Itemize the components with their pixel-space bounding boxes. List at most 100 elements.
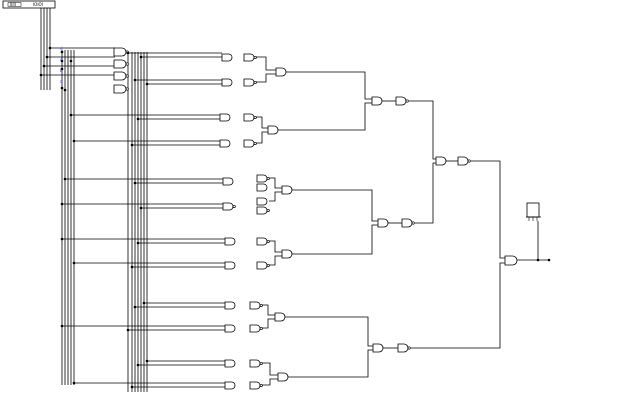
and-gate[interactable]: [256, 183, 268, 192]
nand-gate[interactable]: [256, 237, 270, 246]
junction-dot: [133, 305, 137, 309]
inverter-bubble: [259, 361, 263, 366]
and-gate[interactable]: [219, 139, 231, 148]
nand-gate[interactable]: [249, 381, 263, 390]
nand-gate[interactable]: [249, 359, 263, 368]
and-gate[interactable]: [504, 255, 518, 266]
junction-dot: [60, 202, 64, 206]
module-left-text: IIIII: [10, 2, 16, 7]
wire: [256, 73, 276, 83]
gate-body: [243, 139, 255, 148]
wire: [262, 304, 275, 316]
gate-body: [113, 59, 127, 69]
input-switch-module[interactable]: IIIII IOIOI: [2, 0, 56, 9]
and-gate[interactable]: [274, 312, 286, 322]
and-gate[interactable]: [222, 177, 234, 186]
gate-body: [281, 185, 293, 195]
inverter-bubble: [259, 303, 263, 308]
junction-dot: [145, 359, 149, 363]
junction-dot: [72, 381, 76, 385]
gate-body: [219, 139, 231, 148]
nand-gate[interactable]: [397, 343, 411, 353]
wire: [269, 191, 282, 202]
input-inverter[interactable]: [113, 59, 129, 69]
and-gate[interactable]: [372, 343, 384, 353]
input-inverter[interactable]: [113, 47, 129, 57]
nand-gate[interactable]: [243, 53, 257, 62]
nand-gate[interactable]: [256, 261, 270, 270]
junction-dot: [139, 55, 143, 59]
gate-body: [401, 218, 413, 228]
junction-dot: [126, 328, 130, 332]
and-gate[interactable]: [221, 53, 233, 62]
junction-dot: [60, 59, 64, 63]
gate-body: [222, 202, 234, 211]
gate-body: [377, 218, 389, 228]
gate-body: [243, 53, 255, 62]
inverter-bubble: [253, 80, 257, 85]
input-label-a: a: [60, 79, 63, 84]
nand-gate[interactable]: [401, 218, 415, 228]
and-gate[interactable]: [224, 261, 236, 270]
inverter-bubble: [411, 221, 415, 225]
gate-body: [249, 324, 261, 333]
and-gate[interactable]: [224, 359, 236, 368]
nand-gate[interactable]: [243, 78, 257, 87]
and-gate[interactable]: [281, 249, 293, 259]
gate-body: [243, 113, 255, 122]
nand-gate[interactable]: [222, 202, 236, 211]
and-gate[interactable]: [221, 78, 233, 87]
wire: [269, 177, 282, 189]
gate-body: [222, 177, 234, 186]
inverter-bubble: [467, 159, 471, 163]
gate-body: [395, 96, 407, 106]
and-gate[interactable]: [371, 96, 383, 106]
nand-gate[interactable]: [395, 96, 409, 106]
wire: [256, 116, 268, 129]
inverter-bubble: [259, 383, 263, 388]
junction-dot: [60, 67, 64, 71]
wire: [262, 318, 275, 329]
and-gate[interactable]: [275, 67, 287, 77]
nand-gate[interactable]: [249, 324, 263, 333]
nand-gate[interactable]: [457, 156, 471, 166]
junction-dot: [145, 82, 149, 86]
and-gate[interactable]: [224, 324, 236, 333]
output-probe[interactable]: [526, 202, 541, 261]
and-gate[interactable]: [256, 197, 268, 206]
nand-gate[interactable]: [243, 139, 257, 148]
junction-dot: [63, 177, 67, 181]
junction-layer: [39, 46, 551, 389]
input-inverter[interactable]: [113, 71, 129, 81]
gate-body: [277, 372, 289, 382]
nand-gate[interactable]: [243, 113, 257, 122]
nand-gate[interactable]: [256, 174, 270, 183]
and-gate[interactable]: [267, 125, 279, 135]
and-gate[interactable]: [219, 113, 231, 122]
junction-dot: [60, 50, 64, 54]
and-gate[interactable]: [281, 185, 293, 195]
and-gate[interactable]: [377, 218, 389, 228]
inverter-bubble: [125, 74, 129, 78]
and-gate[interactable]: [224, 301, 236, 310]
nand-gate[interactable]: [249, 301, 263, 310]
and-gate[interactable]: [224, 237, 236, 246]
junction-dot: [42, 64, 46, 68]
input-inverter[interactable]: [113, 84, 129, 94]
junction-dot: [39, 73, 43, 77]
wire: [278, 102, 372, 131]
inverter-bubble: [405, 99, 409, 103]
and-gate[interactable]: [224, 381, 236, 390]
nand-gate[interactable]: [256, 206, 270, 215]
junction-dot: [60, 86, 64, 90]
input-label-c: c: [60, 57, 62, 62]
gate-body: [224, 301, 236, 310]
gate-body: [221, 53, 233, 62]
and-gate[interactable]: [435, 156, 447, 166]
junction-dot: [72, 139, 76, 143]
gate-body: [435, 156, 447, 166]
and-gate[interactable]: [277, 372, 289, 382]
junction-dot: [547, 258, 551, 262]
gate-body: [113, 84, 127, 94]
